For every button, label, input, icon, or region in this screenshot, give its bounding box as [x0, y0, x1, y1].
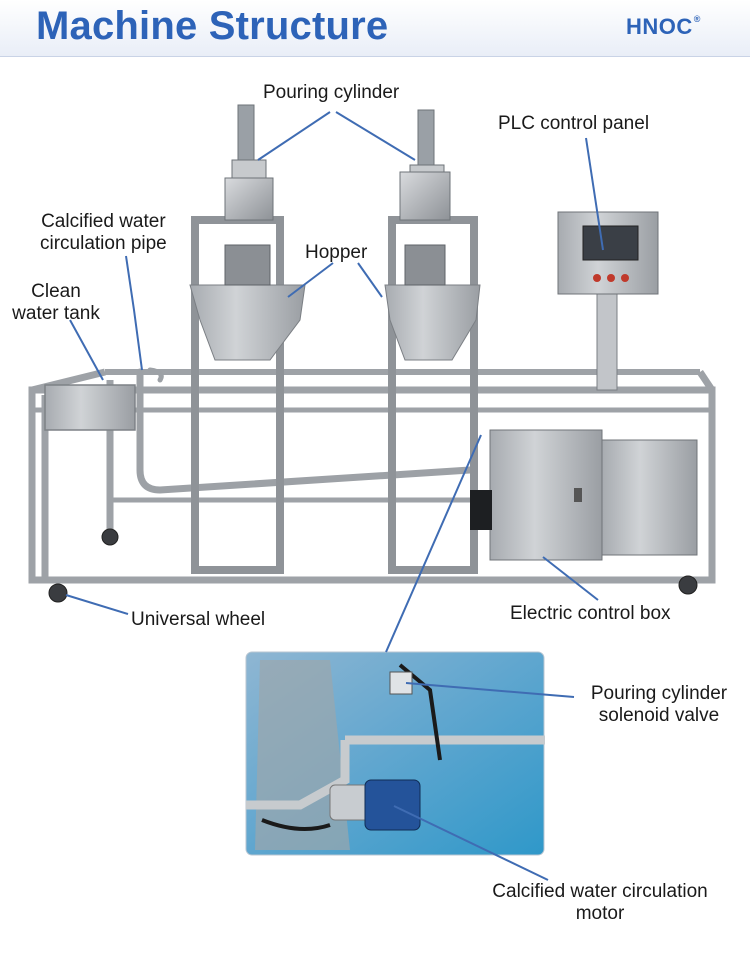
inset-photo — [245, 651, 545, 856]
leader-electric-box — [542, 556, 599, 601]
plc-control-panel — [557, 211, 659, 391]
leader-clean-tank — [69, 319, 104, 381]
brand-logo: HNOC® — [626, 14, 701, 39]
label-plc-control-panel: PLC control panel — [498, 113, 650, 134]
leader-hopper-left — [287, 262, 334, 298]
leader-calcified-pipe — [125, 255, 143, 371]
circulation-pipe — [136, 367, 474, 494]
leader-lines — [65, 111, 604, 881]
right-station — [384, 109, 481, 574]
label-electric-control-box: Electric control box — [510, 603, 671, 624]
label-circulation-motor: Calcified water circulation motor — [492, 881, 708, 924]
leader-plc-panel — [585, 137, 604, 251]
label-hopper: Hopper — [305, 242, 368, 263]
universal-wheels — [48, 528, 698, 603]
leader-hopper-right — [357, 262, 383, 298]
leader-solenoid — [405, 682, 575, 698]
clean-water-tank — [44, 384, 136, 431]
header-banner: Machine Structure HNOC® — [0, 0, 750, 57]
label-universal-wheel: Universal wheel — [131, 609, 266, 630]
label-pouring-cylinder: Pouring cylinder — [263, 82, 400, 103]
leader-motor — [393, 805, 549, 881]
left-station — [189, 104, 306, 574]
leader-pouring-cylinder-left — [257, 111, 331, 161]
label-solenoid-valve: Pouring cylinder solenoid valve — [590, 683, 728, 726]
label-clean-water-tank: Clean water tank — [12, 281, 100, 324]
page-title: Machine Structure — [36, 4, 389, 48]
electric-control-box — [470, 429, 698, 561]
leader-pouring-cylinder-right — [335, 111, 416, 161]
label-calcified-water-pipe: Calcified water circulation pipe — [40, 211, 167, 254]
leader-solenoid-top — [385, 434, 482, 653]
leader-universal-wheel — [65, 594, 129, 615]
